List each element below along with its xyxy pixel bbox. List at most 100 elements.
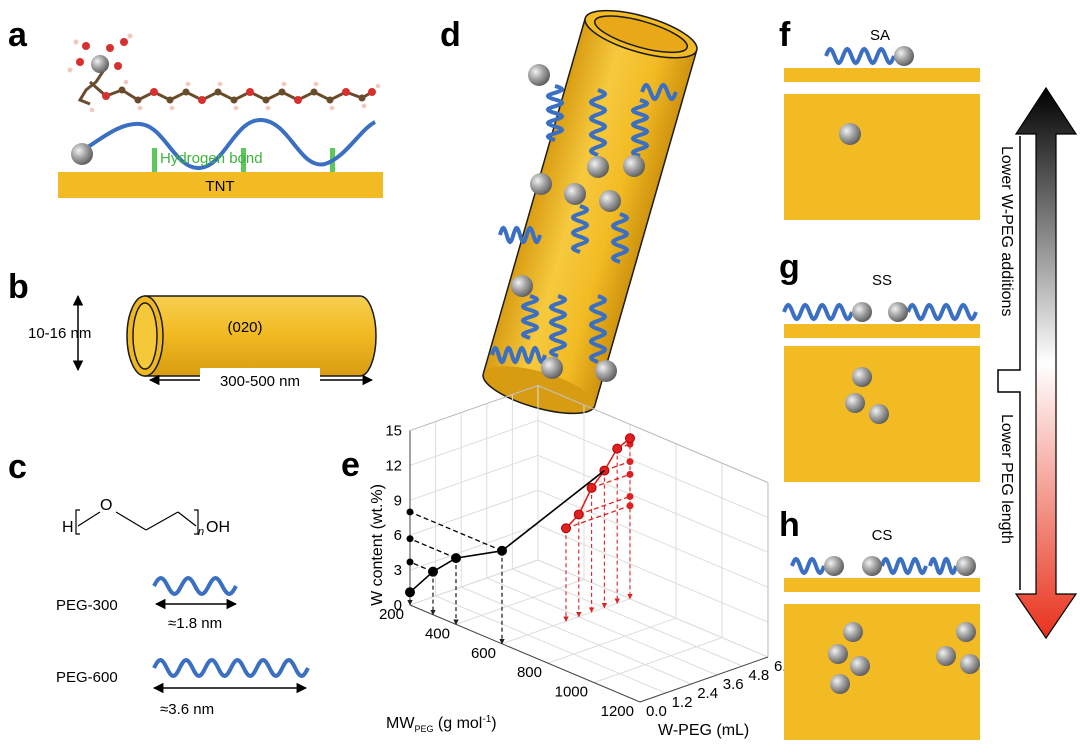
peg-chain (548, 294, 568, 358)
panel-h: h CS (779, 506, 980, 740)
wall-grid-line (409, 419, 539, 466)
w-cluster-sphere (843, 622, 863, 642)
peg300-chain (152, 575, 238, 597)
floor-grid-line (593, 637, 723, 684)
hydrogen-bond-label: Hydrogen bond (160, 150, 263, 167)
peg-chain (610, 212, 630, 264)
wall-grid-line (409, 524, 539, 571)
x-tick-label: 600 (471, 645, 496, 662)
lower-trend-label: Lower PEG length (998, 414, 1015, 544)
floor-grid-line (512, 568, 743, 667)
tnt-label: TNT (205, 178, 234, 195)
w-cluster-sphere (528, 64, 550, 86)
nanotube-bottom (483, 366, 595, 414)
peg-chain (588, 294, 608, 364)
frame-edge (409, 385, 539, 432)
x-tick-label: 400 (425, 625, 450, 642)
x-tick-label: 200 (379, 606, 404, 623)
panel-d-label: d (440, 16, 461, 54)
y-tick-label: 4.8 (748, 667, 769, 684)
peg-chain (545, 84, 565, 142)
cs-title: CS (872, 527, 893, 544)
peg-chain (490, 345, 547, 365)
peg-chain (588, 88, 608, 157)
w-cluster-sphere (623, 155, 645, 177)
surface-peg-chains (490, 82, 678, 365)
series-line (409, 550, 503, 593)
y-tick-label: 2.4 (697, 685, 718, 702)
w-cluster-sphere (960, 654, 980, 674)
h-bond-post (152, 148, 157, 172)
projection-line (591, 473, 631, 489)
w-cluster-sphere (530, 173, 552, 195)
y-tick-label: 3.6 (723, 676, 744, 693)
nanotube-top-opening (593, 15, 689, 54)
data-point (560, 523, 571, 534)
projection-line (409, 511, 503, 552)
x-tick-label: 1000 (555, 684, 588, 701)
peg-chain (906, 302, 978, 322)
w-cluster-sphere (845, 393, 865, 413)
panel-c-label: c (8, 448, 27, 486)
wall-projection-point (626, 502, 634, 510)
x-axis-title: MWPEG (g mol-1) (386, 714, 497, 734)
panel-d: d (440, 9, 698, 415)
svg-text:O: O (100, 497, 112, 514)
w-cluster-sphere (956, 556, 976, 576)
w-cluster-sphere (936, 646, 956, 666)
w-cluster-sphere (824, 556, 844, 576)
surface-w-spheres (511, 64, 645, 382)
nanotube-body-3d (483, 18, 697, 406)
data-point (428, 566, 438, 577)
diameter-label: 10-16 nm (28, 325, 91, 342)
peg-chain (498, 225, 542, 245)
y-tick-label: 1.2 (672, 694, 693, 711)
panel-f-label: f (779, 16, 791, 54)
sa-title: SA (870, 27, 890, 44)
z-tick-label: 15 (385, 423, 402, 440)
panel-a-label: a (8, 16, 28, 54)
w-cluster-sphere (862, 556, 882, 576)
z-tick-label: 12 (385, 457, 402, 474)
y-axis-title: W-PEG (mL) (658, 722, 749, 739)
bracket-line (997, 136, 1021, 590)
tnt-surface-layer (784, 68, 980, 82)
z-tick-label: 9 (394, 492, 402, 509)
y-axis-line (639, 656, 769, 703)
ss-title: SS (872, 272, 892, 289)
series-connector (501, 469, 605, 552)
wall-grid-line (537, 454, 769, 553)
svg-text:n: n (198, 526, 204, 538)
panel-c: c H O n OH PEG-300 ≈1.8 nm PEG-600 ≈3.6 … (8, 448, 310, 718)
peg-chain (880, 556, 928, 576)
panel-h-label: h (779, 506, 800, 544)
data-point (573, 509, 584, 520)
data-point (451, 553, 461, 564)
w-cluster-sphere (71, 143, 93, 165)
upper-trend-label: Lower W-PEG additions (998, 146, 1015, 316)
gradient-double-arrow (1014, 86, 1078, 640)
wall-projection-point (406, 558, 414, 566)
tnt-substrate (58, 172, 383, 198)
w-cluster-sphere (564, 183, 586, 205)
z-tick-label: 0 (394, 597, 402, 614)
svg-text:OH: OH (206, 519, 230, 536)
panel-f: f SA (779, 16, 980, 220)
wall-grid-line (537, 524, 769, 623)
panel-e-label: e (341, 446, 360, 484)
w-cluster-sphere (595, 360, 617, 382)
w-cluster-sphere (956, 622, 976, 642)
w-cluster-sphere (852, 367, 872, 387)
w-cluster-sphere (587, 156, 609, 178)
peg-chain (570, 204, 590, 254)
floor-grid-line (547, 617, 677, 664)
w-cluster-sphere (828, 644, 848, 664)
x-tick-label: 800 (517, 664, 542, 681)
peg-chain (790, 556, 826, 576)
w-cluster-sphere (888, 302, 908, 322)
tnt-bulk (784, 94, 980, 220)
nanotube-opening (132, 302, 158, 370)
data-point (405, 587, 415, 598)
peg-chain (640, 82, 678, 102)
